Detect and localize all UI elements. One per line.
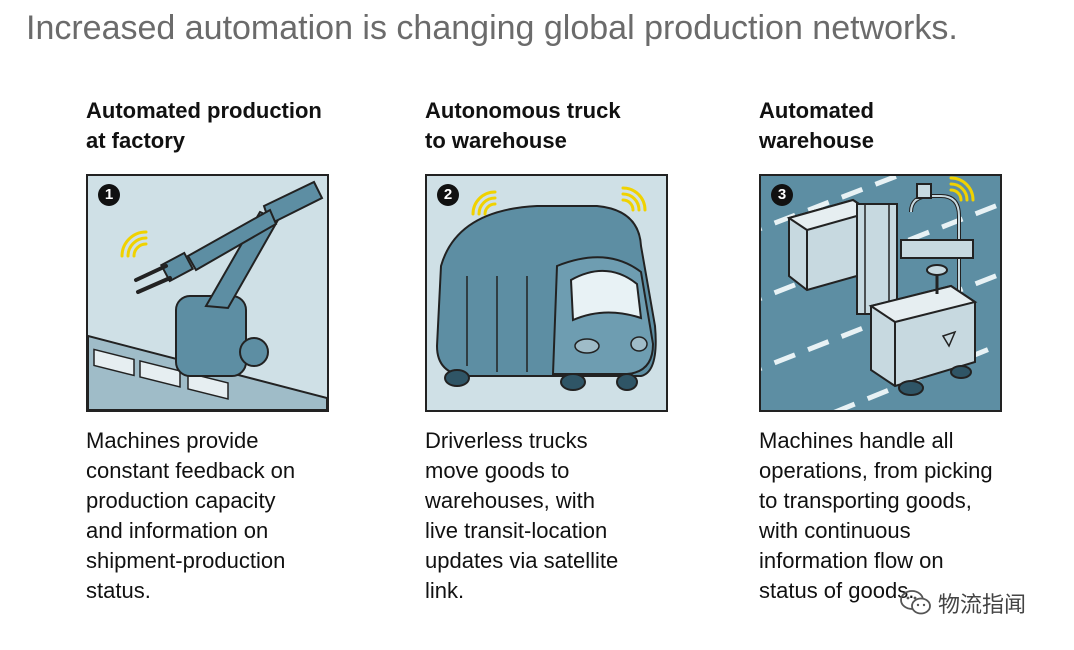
step-2-illustration: 2 xyxy=(425,174,668,412)
autonomous-truck-illustration xyxy=(435,186,657,391)
wechat-icon xyxy=(900,590,931,615)
step-1-description: Machines provide constant feedback on pr… xyxy=(86,428,296,603)
step-1-illustration: 1 xyxy=(86,174,329,412)
signal-waves-icon xyxy=(471,186,647,216)
step-3: Automated warehouse xyxy=(759,96,1074,603)
step-1-heading: Automated production at factory xyxy=(86,98,322,153)
step-3-description: Machines handle all operations, from pic… xyxy=(759,428,993,603)
step-2-number-badge: 2 xyxy=(437,184,459,206)
page-title: Increased automation is changing global … xyxy=(26,9,958,47)
step-3-illustration: 3 xyxy=(759,174,1002,412)
signal-waves-icon xyxy=(949,176,975,202)
step-2-description: Driverless trucks move goods to warehous… xyxy=(425,428,619,603)
robot-arm-illustration xyxy=(88,180,327,410)
step-3-heading: Automated warehouse xyxy=(759,98,874,153)
signal-waves-icon xyxy=(120,230,148,258)
step-1: Automated production at factory xyxy=(86,96,406,603)
automated-forklift-illustration xyxy=(761,176,1000,410)
watermark: 物流指闻 xyxy=(900,586,1026,620)
step-3-number-badge: 3 xyxy=(771,184,793,206)
step-2-heading: Autonomous truck to warehouse xyxy=(425,98,621,153)
step-2: Autonomous truck to warehouse xyxy=(425,96,745,603)
watermark-text: 物流指闻 xyxy=(938,592,1027,617)
step-1-number-badge: 1 xyxy=(98,184,120,206)
